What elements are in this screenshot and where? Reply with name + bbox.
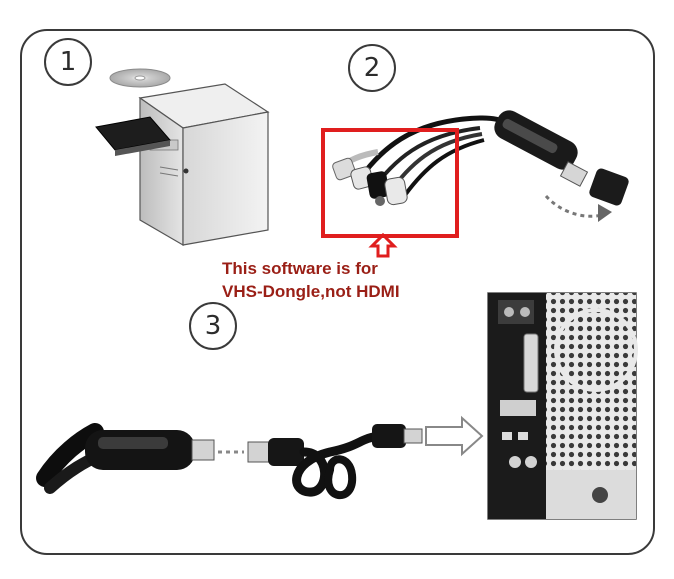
connection-illustration	[36, 415, 484, 499]
insert-arrow-icon	[425, 415, 484, 457]
highlight-arrow-icon	[368, 232, 398, 258]
step-2-badge: 2	[348, 44, 396, 92]
step-1-badge: 1	[44, 38, 92, 86]
highlight-box	[321, 128, 459, 238]
usb-dongle-illustration	[332, 110, 629, 222]
usb-cap-icon	[589, 168, 629, 206]
outer-frame	[20, 29, 655, 555]
step-3-badge: 3	[189, 302, 237, 350]
note-line-2: VHS-Dongle,not HDMI	[222, 282, 400, 301]
pc-back-panel-illustration	[487, 292, 638, 520]
note-line-1: This software is for	[222, 259, 378, 278]
pc-tower-illustration	[95, 68, 270, 247]
